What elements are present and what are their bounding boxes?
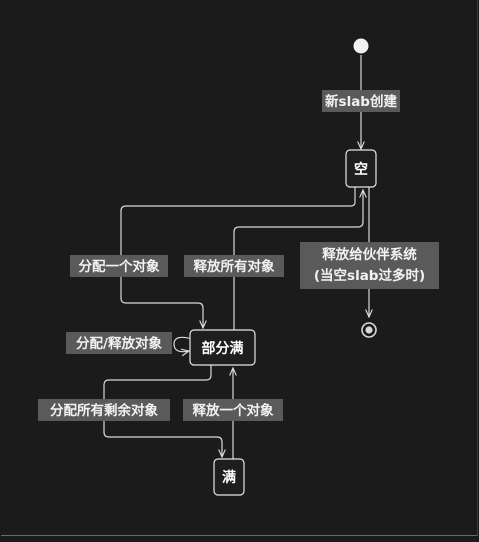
edge-self-loop (173, 336, 193, 351)
label-free-one: 释放一个对象 (183, 399, 283, 421)
state-empty-label: 空 (354, 161, 368, 178)
svg-text:(当空slab过多时): (当空slab过多时) (314, 267, 425, 284)
label-create: 新slab创建 (322, 90, 400, 112)
state-full[interactable]: 满 (213, 458, 245, 496)
svg-text:释放所有对象: 释放所有对象 (194, 258, 275, 275)
state-empty[interactable]: 空 (345, 149, 377, 188)
state-partial[interactable]: 部分满 (189, 329, 256, 366)
label-free-all: 释放所有对象 (184, 255, 284, 277)
edge-free-all (233, 190, 363, 330)
svg-text:新slab创建: 新slab创建 (325, 93, 397, 110)
initial-state-dot (353, 38, 369, 54)
state-full-label: 满 (222, 469, 236, 486)
svg-text:分配所有剩余对象: 分配所有剩余对象 (50, 402, 158, 419)
svg-text:释放一个对象: 释放一个对象 (193, 402, 274, 419)
label-release: 释放给伙伴系统 (当空slab过多时) (300, 242, 439, 289)
svg-text:分配/释放对象: 分配/释放对象 (76, 335, 162, 352)
svg-text:释放给伙伴系统: 释放给伙伴系统 (322, 246, 417, 263)
state-partial-label: 部分满 (202, 340, 244, 357)
svg-text:分配一个对象: 分配一个对象 (79, 258, 160, 275)
label-self-loop: 分配/释放对象 (66, 332, 172, 354)
label-alloc-one: 分配一个对象 (70, 255, 168, 277)
edge-alloc-one (120, 187, 356, 328)
label-alloc-remaining: 分配所有剩余对象 (38, 399, 170, 421)
final-state-node (361, 322, 377, 338)
